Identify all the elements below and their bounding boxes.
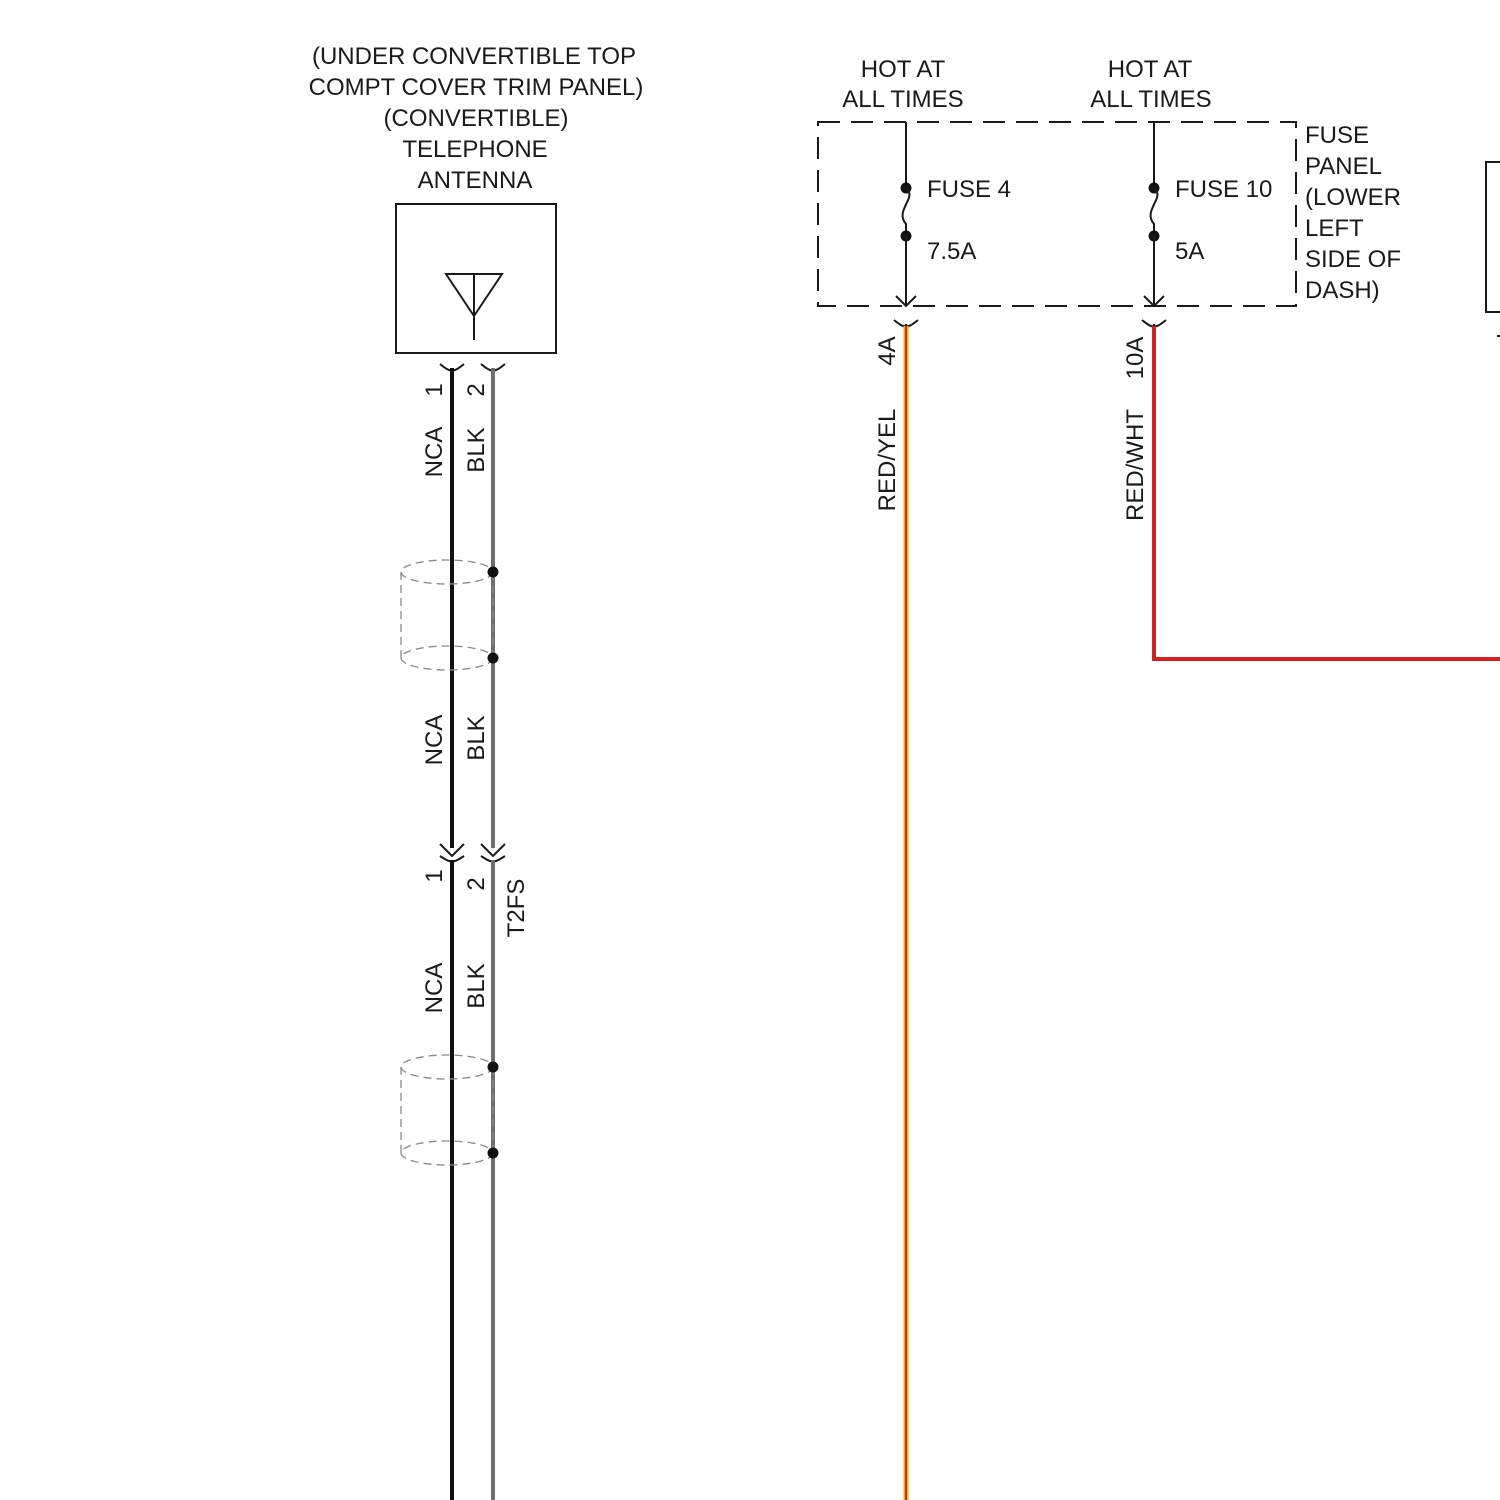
fuse-panel-label: FUSE PANEL (LOWER LEFT SIDE OF DASH)	[1305, 122, 1401, 304]
antenna-title-line-3: (CONVERTIBLE)	[384, 105, 569, 132]
fuse-4-terminal-label: 4A	[874, 336, 901, 365]
fuse-panel-label-line-1: FUSE	[1305, 122, 1369, 149]
fuse-4-symbol	[896, 122, 916, 306]
antenna-title-line-2: COMPT COVER TRIM PANEL)	[309, 74, 644, 101]
fuse-panel-label-line-2: PANEL	[1305, 153, 1382, 180]
seg1-blk-label: BLK	[463, 427, 490, 472]
antenna-title-line-5: ANTENNA	[418, 167, 533, 194]
antenna-component-box	[396, 204, 556, 353]
seg2-blk-label: BLK	[463, 715, 490, 760]
fuse-panel-label-line-4: LEFT	[1305, 215, 1364, 242]
fuse-panel-label-line-5: SIDE OF	[1305, 246, 1401, 273]
fuse-10-wire-color-label: RED/WHT	[1122, 409, 1149, 521]
antenna-title-line-4: TELEPHONE	[402, 136, 547, 163]
shielded-cable-symbol-1	[401, 560, 499, 670]
hot1-line-1: HOT AT	[861, 56, 946, 83]
antenna-title-line-1: (UNDER CONVERTIBLE TOP	[312, 43, 636, 70]
seg3-nca-label: NCA	[421, 963, 448, 1014]
fuse-10-terminal-label: 10A	[1122, 337, 1149, 380]
fuse-10-symbol	[1144, 122, 1164, 306]
antenna-pin-2-label: 2	[463, 383, 490, 396]
hot2-line-1: HOT AT	[1108, 56, 1193, 83]
fuse-4-name: FUSE 4	[927, 176, 1011, 203]
fuse-10-name: FUSE 10	[1175, 176, 1272, 203]
adjacent-component-box-edge	[1486, 162, 1500, 312]
fuse-4-rating: 7.5A	[927, 238, 976, 265]
shielded-cable-symbol-2	[401, 1055, 499, 1165]
hot2-line-2: ALL TIMES	[1090, 86, 1211, 113]
seg3-blk-label: BLK	[463, 963, 490, 1008]
fuse-10-rating: 5A	[1175, 238, 1204, 265]
antenna-pin-1-label: 1	[421, 383, 448, 396]
fuse-10-terminal	[1142, 320, 1166, 326]
fuse-panel-boundary	[818, 122, 1296, 306]
hot-at-all-times-label-1: HOT AT ALL TIMES	[842, 56, 963, 113]
seg2-nca-label: NCA	[421, 715, 448, 766]
hot1-line-2: ALL TIMES	[842, 86, 963, 113]
antenna-icon	[446, 274, 502, 340]
seg1-nca-label: NCA	[421, 427, 448, 478]
fuse-panel-label-line-6: DASH)	[1305, 277, 1380, 304]
red-wht-wire	[1154, 326, 1500, 659]
fuse-panel-label-line-3: (LOWER	[1305, 184, 1401, 211]
t2fs-pin-2-label: 2	[463, 877, 490, 890]
fuse-4-wire-color-label: RED/YEL	[874, 409, 901, 512]
antenna-title: (UNDER CONVERTIBLE TOP COMPT COVER TRIM …	[309, 43, 644, 194]
fuse-4-terminal	[894, 320, 918, 326]
t2fs-pin-1-label: 1	[421, 869, 448, 882]
hot-at-all-times-label-2: HOT AT ALL TIMES	[1090, 56, 1211, 113]
connector-t2fs-label: T2FS	[503, 879, 530, 938]
connector-t2fs	[440, 844, 505, 861]
